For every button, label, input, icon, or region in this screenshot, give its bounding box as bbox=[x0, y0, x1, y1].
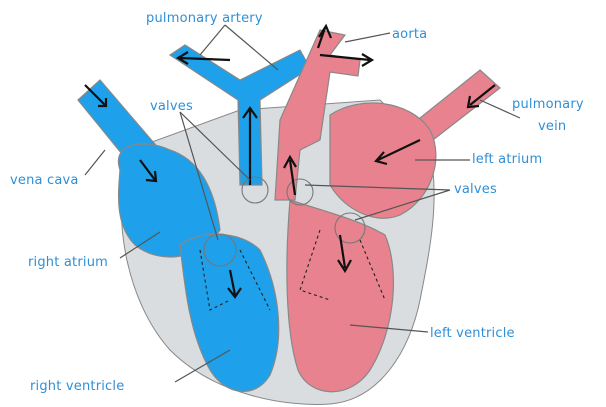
leader-aorta bbox=[345, 33, 390, 42]
label-right-ventricle: right ventricle bbox=[30, 379, 124, 394]
leader-pulmonary-artery-2 bbox=[225, 25, 278, 70]
leader-vena-cava bbox=[85, 150, 105, 175]
label-left-ventricle: left ventricle bbox=[430, 326, 515, 341]
label-pulmonary-vein-2: vein bbox=[538, 119, 566, 134]
label-vena-cava: vena cava bbox=[10, 173, 79, 188]
leader-pulmonary-artery-1 bbox=[200, 25, 225, 55]
label-valves-left: valves bbox=[150, 99, 193, 114]
label-left-atrium: left atrium bbox=[472, 152, 542, 167]
label-right-atrium: right atrium bbox=[28, 255, 108, 270]
label-valves-right: valves bbox=[454, 182, 497, 197]
label-pulmonary-artery: pulmonary artery bbox=[146, 11, 263, 26]
label-pulmonary-vein-1: pulmonary bbox=[512, 97, 584, 112]
label-aorta: aorta bbox=[392, 27, 427, 42]
